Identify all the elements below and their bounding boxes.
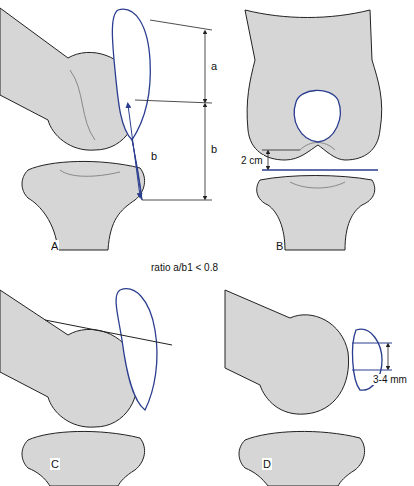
dimension-letter: b <box>210 143 218 155</box>
panel-letter: D <box>262 458 272 470</box>
dimension-label: 3-4 mm <box>372 374 408 385</box>
panel-letter: B <box>275 240 284 252</box>
dimension-letter: a <box>210 60 218 72</box>
panel-letter: C <box>50 458 60 470</box>
dimension-letter: b <box>150 150 158 162</box>
panel-letter: A <box>50 240 59 252</box>
dimension-label: 2 cm <box>240 155 264 166</box>
ratio-note: ratio a/b1 < 0.8 <box>150 262 219 273</box>
